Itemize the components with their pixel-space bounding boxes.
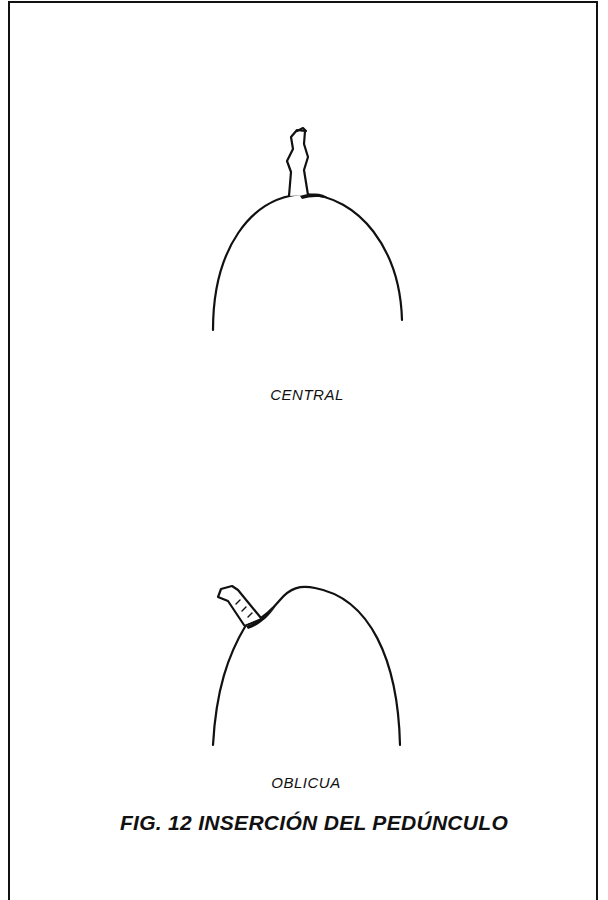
fruit-outline <box>213 194 402 330</box>
stem-shadow <box>300 194 330 199</box>
figure-label: CENTRAL <box>270 386 344 403</box>
stem-tip <box>297 128 306 131</box>
fruit-outline <box>213 587 400 745</box>
figure-caption: FIG. 12 INSERCIÓN DEL PEDÚNCULO <box>120 811 508 835</box>
figure-label: OBLICUA <box>271 774 340 791</box>
stem-marks <box>236 600 252 617</box>
stem-oblique <box>218 586 261 625</box>
stem-central <box>287 130 308 196</box>
stem-shadow <box>246 606 276 629</box>
